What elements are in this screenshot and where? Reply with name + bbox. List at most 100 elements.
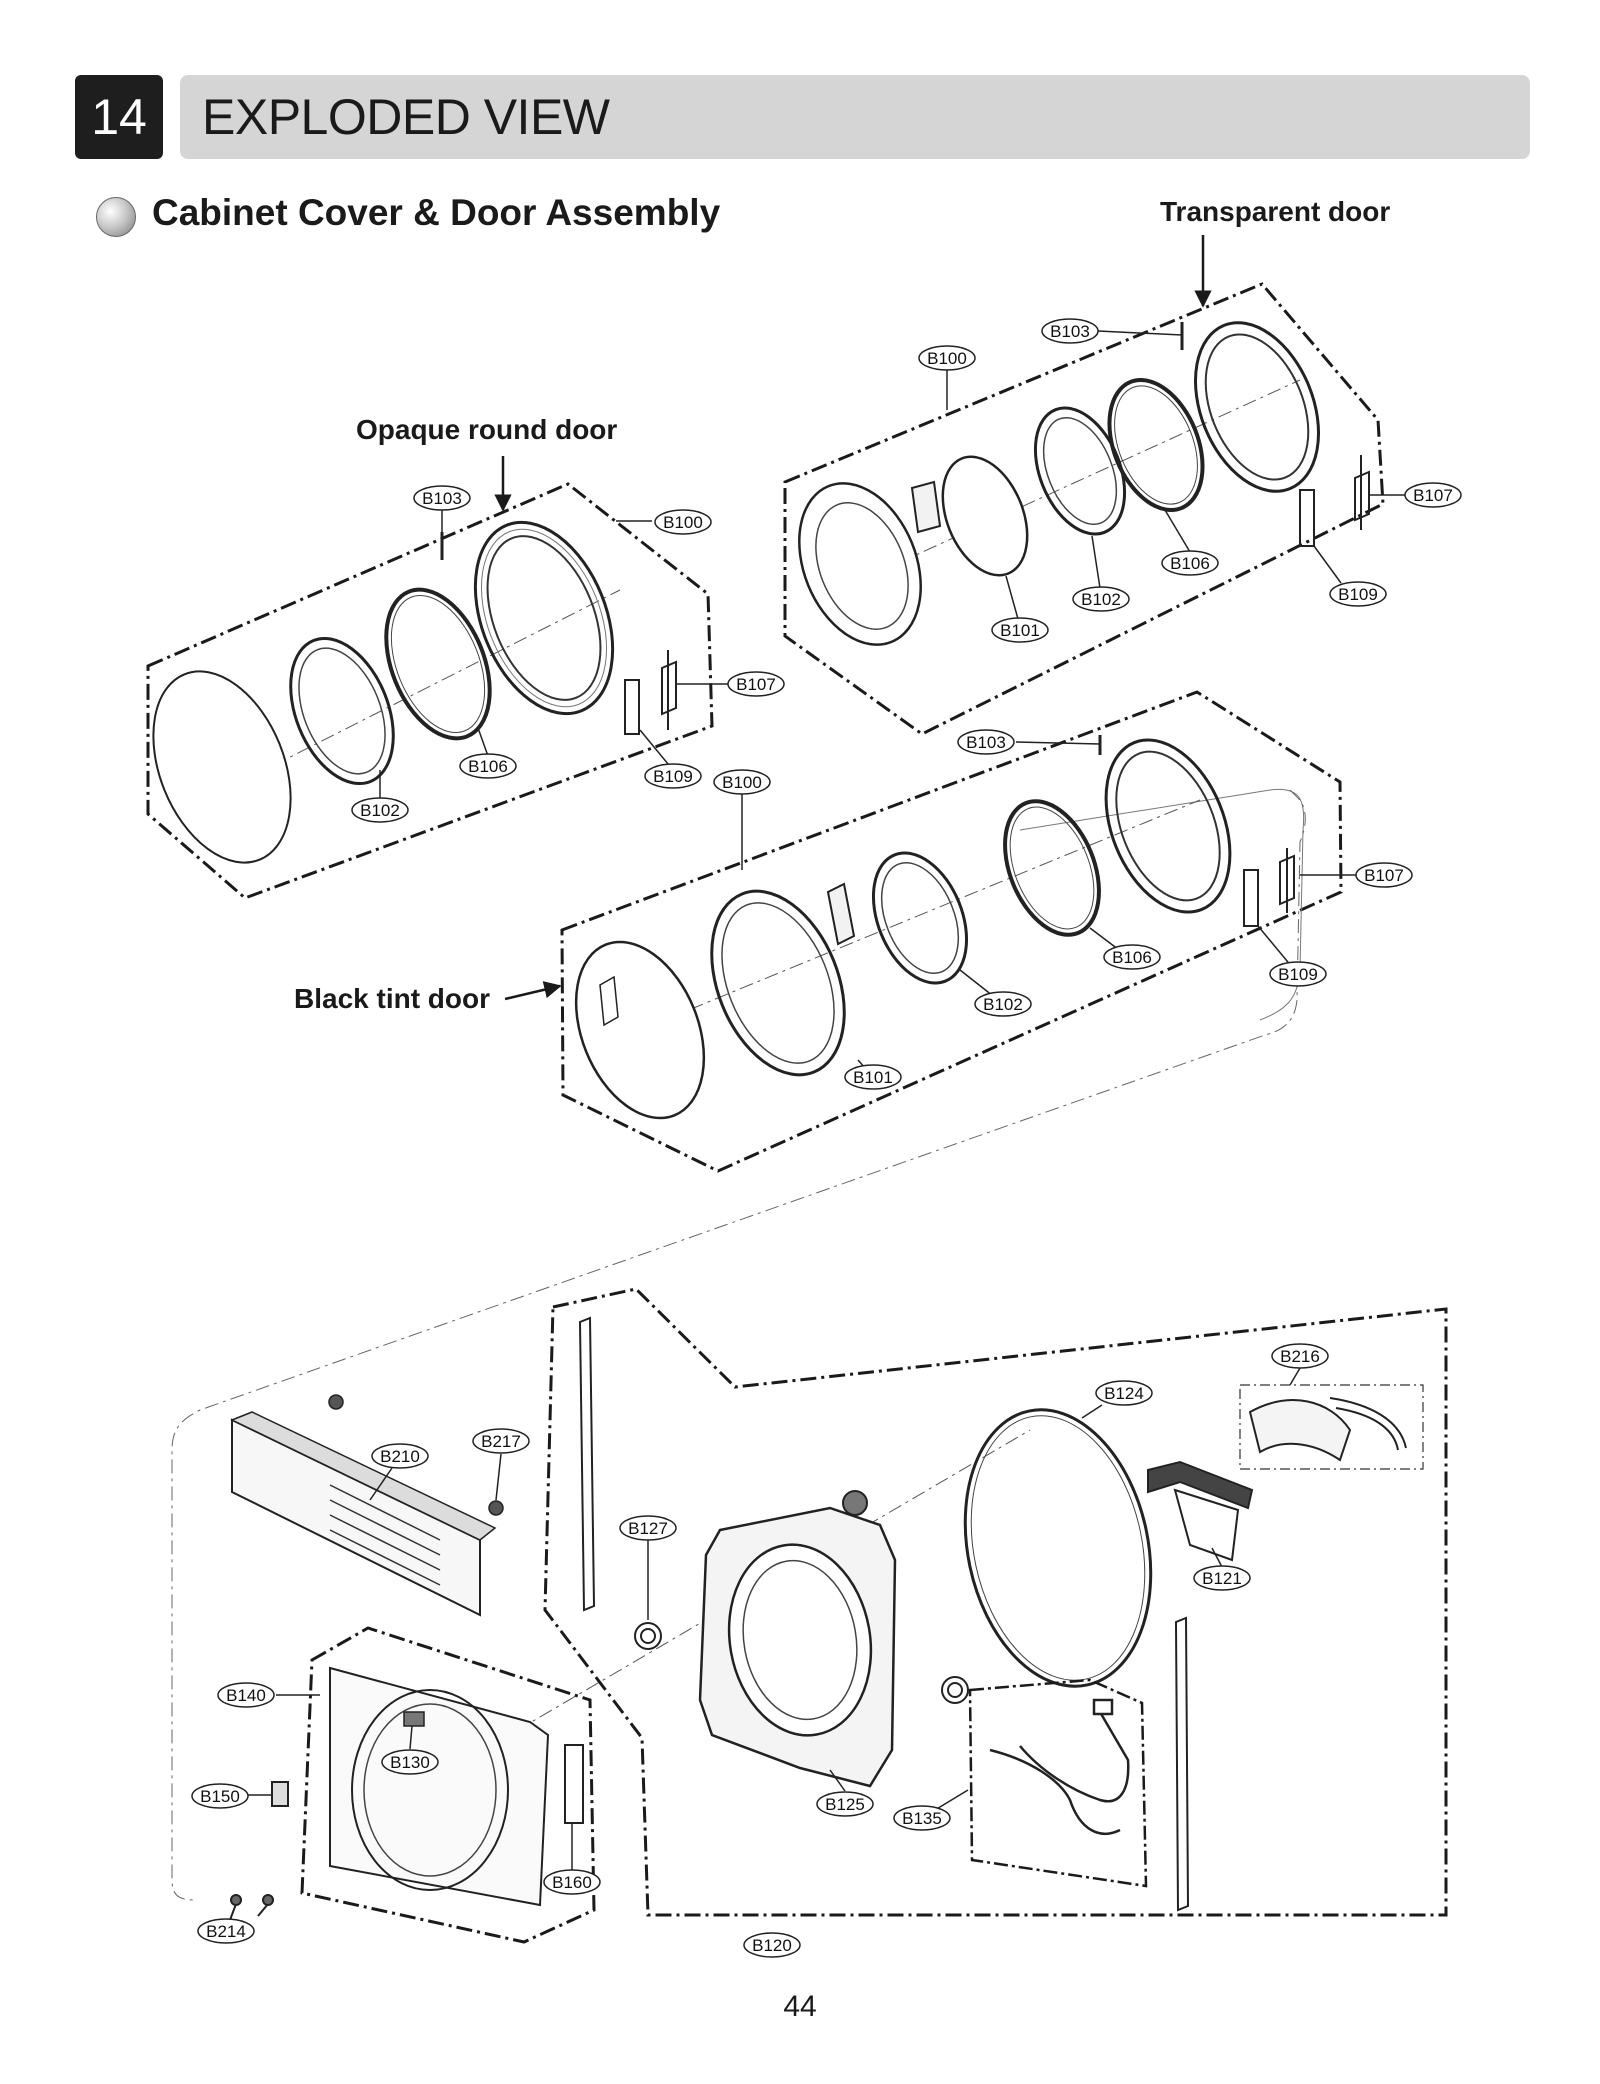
part-labels: B103B100B107B106B109B102B103B100B107B106… (191, 318, 1462, 1958)
transparent-door-frame (1193, 321, 1321, 493)
part-label-text: B107 (1413, 486, 1453, 505)
cabinet-main-boundary (543, 1287, 1448, 1917)
part-label-transparent-b102: B102 (1072, 586, 1130, 612)
cabinet-wire-harness-b135 (989, 1698, 1130, 1835)
transparent-handle (910, 480, 942, 534)
black-tint-ring-b106 (1003, 799, 1101, 937)
cabinet-top-panel-b210 (230, 1411, 497, 1617)
cabinet-front-cover-b140 (329, 1666, 550, 1907)
chapter-number: 14 (75, 75, 163, 159)
part-label-cabinet-b160: B160 (543, 1869, 601, 1895)
black-tint-door-boundary (560, 690, 1343, 1173)
page-number: 44 (783, 1990, 817, 2023)
transparent-door-group (783, 282, 1406, 736)
part-label-text: B109 (1338, 585, 1378, 604)
cabinet-b216-part (1248, 1397, 1407, 1462)
opaque-gasket-b102 (289, 636, 395, 786)
part-label-text: B103 (422, 489, 462, 508)
part-label-black_tint-b107: B107 (1355, 862, 1413, 888)
cabinet-b135-box (968, 1678, 1148, 1888)
part-label-text: B106 (1170, 554, 1210, 573)
cabinet-front-bracket-b125 (698, 1490, 897, 1788)
part-label-black_tint-b109: B109 (1269, 961, 1327, 987)
transparent-door-boundary (783, 282, 1385, 736)
part-label-text: B210 (380, 1447, 420, 1466)
part-label-text: B109 (653, 767, 693, 786)
part-label-black_tint-b102: B102 (974, 991, 1032, 1017)
cabinet-cap-small (941, 1676, 969, 1704)
cabinet-b216-box (1239, 1384, 1424, 1470)
black-tint-door-group (560, 690, 1360, 1173)
part-label-text: B121 (1202, 1569, 1242, 1588)
part-label-cabinet-b140: B140 (217, 1682, 275, 1708)
callout-black-tint-door: Black tint door (294, 983, 491, 1014)
part-label-cabinet-b130: B130 (381, 1749, 439, 1775)
black-tint-outer-door (574, 940, 706, 1120)
section-title: Cabinet Cover & Door Assembly (152, 192, 721, 233)
part-label-cabinet-b135: B135 (893, 1805, 951, 1831)
opaque-door-frame (473, 520, 615, 716)
part-label-text: B103 (1050, 322, 1090, 341)
opaque-door-boundary (146, 482, 714, 900)
part-label-text: B125 (825, 1795, 865, 1814)
part-label-black_tint-b101: B101 (844, 1064, 902, 1090)
part-label-cabinet-b150: B150 (191, 1783, 249, 1809)
part-label-opaque-b109: B109 (644, 763, 702, 789)
part-label-transparent-b106: B106 (1161, 550, 1219, 576)
part-label-transparent-b103: B103 (1041, 318, 1099, 344)
part-label-text: B106 (468, 757, 508, 776)
part-label-text: B140 (226, 1686, 266, 1705)
part-label-cabinet-b120: B120 (743, 1932, 801, 1958)
transparent-hinge-b109 (1299, 489, 1315, 547)
part-label-text: B216 (1280, 1347, 1320, 1366)
cabinet-b150-part (271, 1781, 289, 1807)
callout-opaque-round-door: Opaque round door (356, 414, 618, 445)
cabinet-top-screw (328, 1394, 504, 1516)
cabinet-cap-b127 (634, 1622, 662, 1650)
transparent-glass-b101 (941, 455, 1029, 577)
part-label-text: B106 (1112, 948, 1152, 967)
part-label-text: B135 (902, 1809, 942, 1828)
black-tint-hinge-b107 (1279, 848, 1295, 913)
part-label-text: B124 (1104, 1384, 1144, 1403)
part-label-transparent-b101: B101 (991, 617, 1049, 643)
cabinet-gasket-b124 (963, 1408, 1153, 1688)
cabinet-right-bracket (1174, 1616, 1190, 1912)
part-label-text: B101 (1000, 621, 1040, 640)
part-label-opaque-b106: B106 (459, 753, 517, 779)
transparent-hinge-b107 (1354, 455, 1370, 530)
part-label-text: B217 (481, 1432, 521, 1451)
cabinet-left-bracket (578, 1316, 596, 1612)
part-label-text: B150 (200, 1787, 240, 1806)
part-label-transparent-b107: B107 (1404, 482, 1462, 508)
black-tint-hinge-b109 (1243, 869, 1259, 927)
part-label-opaque-b107: B107 (727, 671, 785, 697)
transparent-ring-b106 (1107, 378, 1205, 512)
part-label-text: B120 (752, 1936, 792, 1955)
part-label-transparent-b100: B100 (918, 345, 976, 371)
part-label-black_tint-b106: B106 (1103, 944, 1161, 970)
opaque-door-glass (152, 670, 292, 864)
cabinet-group (225, 1287, 1448, 1944)
part-label-text: B100 (663, 513, 703, 532)
part-label-text: B100 (722, 773, 762, 792)
part-label-text: B103 (966, 733, 1006, 752)
part-label-text: B214 (206, 1922, 246, 1941)
part-label-cabinet-b216: B216 (1271, 1343, 1329, 1369)
opaque-door-group (146, 482, 730, 900)
callout-transparent-door: Transparent door (1160, 196, 1391, 227)
part-label-opaque-b100: B100 (654, 509, 712, 535)
cabinet-b214-screws (229, 1894, 274, 1921)
part-label-cabinet-b210: B210 (371, 1443, 429, 1469)
part-label-text: B160 (552, 1873, 592, 1892)
part-label-cabinet-b127: B127 (619, 1515, 677, 1541)
part-label-text: B130 (390, 1753, 430, 1772)
part-label-cabinet-b125: B125 (816, 1791, 874, 1817)
part-label-text: B102 (983, 995, 1023, 1014)
black-tint-handle (826, 882, 856, 946)
part-label-black_tint-b103: B103 (957, 729, 1015, 755)
black-tint-ring-b101 (710, 889, 846, 1077)
part-label-opaque-b103: B103 (413, 485, 471, 511)
part-label-cabinet-b124: B124 (1095, 1380, 1153, 1406)
